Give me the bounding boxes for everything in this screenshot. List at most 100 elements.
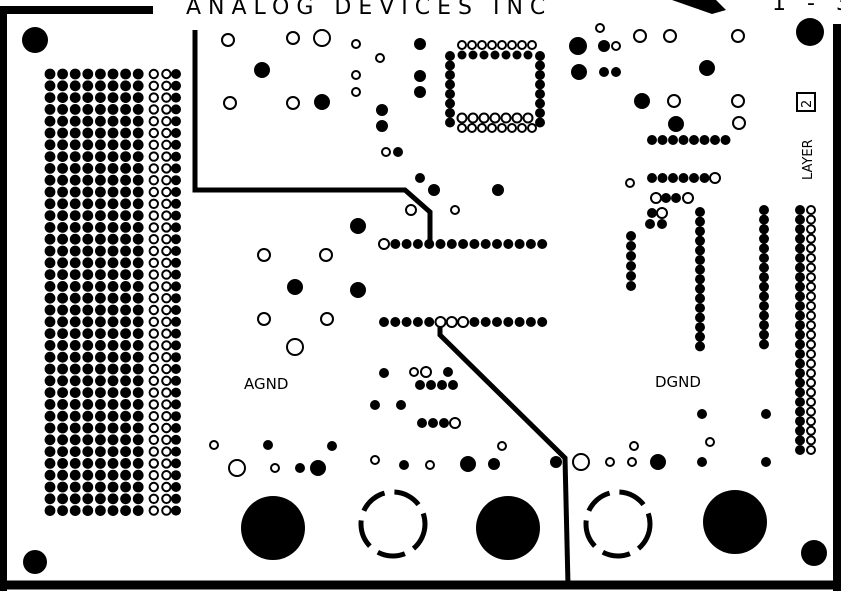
connector-pin: [120, 104, 131, 115]
pad: [414, 38, 426, 50]
connector-pin: [148, 80, 160, 92]
row-pin: [480, 239, 491, 249]
row-pin: [379, 317, 389, 327]
ic-pin: [535, 108, 545, 118]
pad: [314, 94, 330, 110]
connector-pin: [82, 257, 94, 269]
column-pin: [806, 339, 816, 350]
connector-pin: [107, 363, 119, 375]
column-pin: [626, 231, 636, 241]
row-pin: [469, 317, 480, 327]
ic-pin: [445, 89, 455, 99]
pad: [350, 282, 366, 298]
column-pin: [795, 301, 805, 311]
connector-pin: [161, 198, 172, 210]
column-pin: [795, 320, 805, 331]
connector-pin: [120, 80, 131, 92]
connector-pin: [57, 80, 68, 92]
layer-label: LAYER: [801, 139, 816, 180]
column-pin: [795, 397, 805, 407]
via: [351, 39, 361, 49]
ic-pin: [497, 123, 507, 133]
connector-pin: [44, 257, 56, 269]
row-pin: [678, 173, 689, 183]
connector-pin: [57, 163, 68, 174]
connector-pin: [82, 458, 94, 469]
column-pin: [759, 281, 769, 292]
connector-pin: [107, 375, 119, 387]
connector-pin: [148, 186, 160, 198]
ic-pin: [445, 51, 455, 61]
connector-pin: [69, 104, 81, 115]
connector-pin: [69, 387, 81, 398]
column-pin: [795, 387, 805, 398]
connector-pin: [148, 210, 160, 221]
connector-pin: [132, 104, 144, 115]
connector-pin: [148, 281, 160, 292]
connector-pin: [95, 257, 106, 269]
connector-pin: [171, 470, 181, 481]
column-pin: [759, 329, 769, 340]
connector-pin: [69, 375, 81, 387]
connector-pin: [148, 116, 160, 127]
connector-pin: [171, 423, 181, 433]
pad: [668, 116, 684, 132]
connector-pin: [120, 434, 131, 446]
connector-pin: [132, 328, 144, 339]
ic-pin: [489, 112, 501, 124]
via: [420, 366, 432, 378]
connector-pin: [82, 387, 94, 398]
ic-pin: [445, 60, 455, 71]
connector-pin: [161, 80, 172, 92]
column-pin: [695, 322, 705, 333]
connector-pin: [82, 281, 94, 292]
via: [286, 31, 300, 45]
connector-pin: [95, 481, 106, 493]
connector-pin: [107, 245, 119, 257]
connector-pin: [171, 505, 181, 516]
connector-pin: [120, 422, 131, 434]
row-pin: [426, 380, 436, 390]
connector-pin: [95, 139, 106, 151]
ic-pin: [507, 40, 517, 50]
column-pin: [759, 301, 769, 311]
connector-pin: [57, 351, 68, 363]
via: [270, 463, 280, 473]
pad: [657, 219, 667, 229]
connector-pin: [82, 269, 94, 280]
column-pin: [626, 241, 636, 251]
layer-number-box: [796, 92, 816, 112]
board-outline: [0, 6, 841, 591]
connector-pin: [161, 92, 172, 103]
connector-pin: [148, 340, 160, 351]
connector-pin: [95, 469, 106, 481]
column-pin: [806, 301, 816, 311]
ic-pin: [535, 70, 545, 80]
connector-pin: [57, 257, 68, 269]
column-pin: [806, 243, 816, 254]
pad: [414, 70, 426, 82]
row-pin: [415, 380, 425, 390]
right-connector-pins: [626, 205, 816, 455]
connector-pin: [148, 352, 160, 363]
connector-pin: [171, 139, 181, 150]
ic-pin: [457, 40, 467, 50]
connector-pin: [120, 281, 131, 292]
connector-pin: [132, 387, 144, 398]
row-pin: [457, 316, 470, 328]
connector-pin: [171, 375, 181, 386]
connector-pin: [120, 340, 131, 351]
ic-pin: [535, 79, 545, 90]
row-pin: [401, 239, 412, 249]
connector-pin: [161, 316, 172, 327]
column-pin: [806, 214, 816, 225]
connector-pin: [95, 363, 106, 375]
pad: [645, 219, 655, 229]
via: [705, 437, 715, 447]
column-pin: [795, 291, 805, 302]
connector-pin: [148, 399, 160, 410]
connector-pin: [132, 210, 144, 222]
ic-pin: [445, 79, 455, 90]
ic-pin: [511, 112, 523, 124]
connector-pin: [107, 340, 119, 351]
